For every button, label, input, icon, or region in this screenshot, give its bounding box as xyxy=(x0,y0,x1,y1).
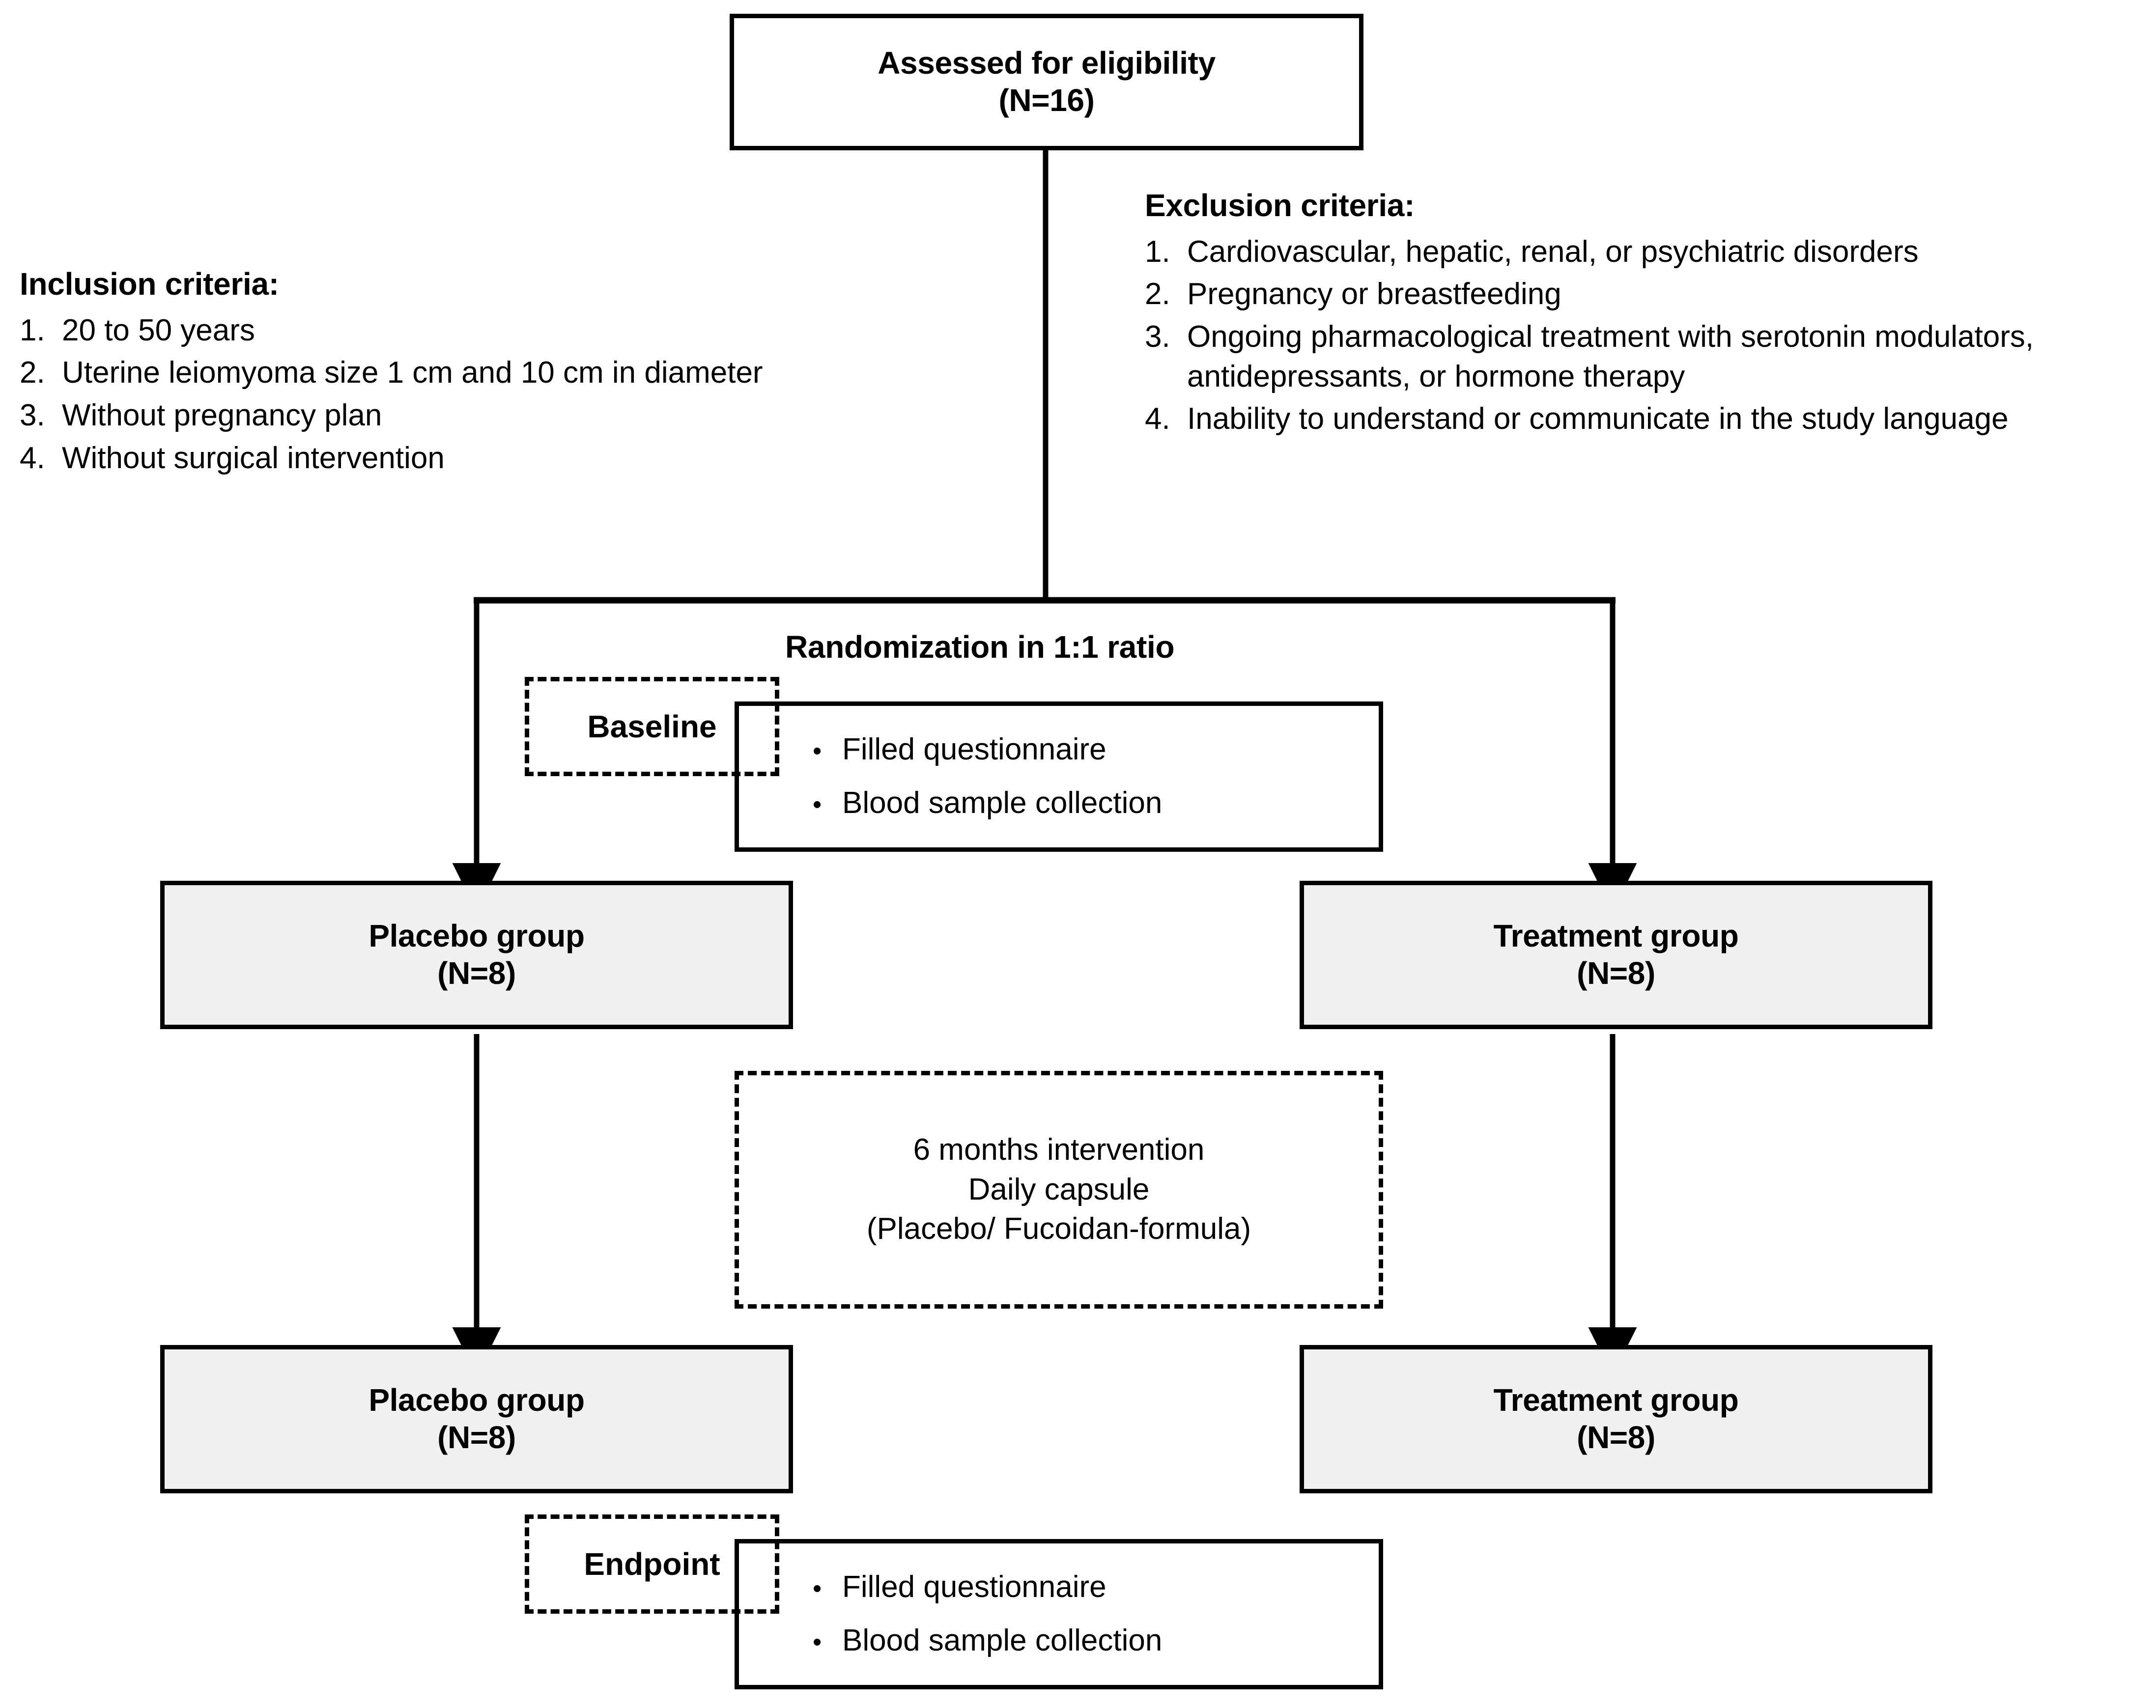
endpoint-bullet-item: • Blood sample collection xyxy=(739,1621,1379,1661)
inclusion-criteria-block: Inclusion criteria: 1. 20 to 50 years 2.… xyxy=(20,265,1056,481)
bullet-icon: • xyxy=(813,1628,822,1656)
intervention-box: 6 months intervention Daily capsule (Pla… xyxy=(735,1071,1383,1309)
list-text: Without surgical intervention xyxy=(62,441,445,475)
list-number: 4. xyxy=(1145,402,1170,436)
list-number: 1. xyxy=(1145,234,1170,269)
baseline-assessments-box: • Filled questionnaire • Blood sample co… xyxy=(735,701,1383,852)
exclusion-criteria-heading: Exclusion criteria: xyxy=(1145,188,1415,223)
exclusion-criteria-item: 1. Cardiovascular, hepatic, renal, or ps… xyxy=(1145,232,2147,272)
list-text: Inability to understand or communicate i… xyxy=(1187,402,2009,436)
treatment-top-count: (N=8) xyxy=(1577,955,1655,991)
bullet-label: Filled questionnaire xyxy=(842,1570,1106,1604)
inclusion-criteria-list: 1. 20 to 50 years 2. Uterine leiomyoma s… xyxy=(20,311,1056,478)
list-text: Without pregnancy plan xyxy=(62,398,382,432)
list-text: Ongoing pharmacological treatment with s… xyxy=(1187,319,2034,393)
list-number: 2. xyxy=(20,356,45,390)
bullet-icon: • xyxy=(813,1574,822,1603)
assessed-for-eligibility-box: Assessed for eligibility (N=16) xyxy=(730,14,1363,150)
list-text: Uterine leiomyoma size 1 cm and 10 cm in… xyxy=(62,356,763,390)
bullet-label: Blood sample collection xyxy=(842,1624,1163,1657)
list-text: 20 to 50 years xyxy=(62,313,255,347)
baseline-bullet-item: • Filled questionnaire xyxy=(739,730,1379,770)
exclusion-criteria-item: 3. Ongoing pharmacological treatment wit… xyxy=(1145,317,2147,396)
exclusion-criteria-block: Exclusion criteria: 1. Cardiovascular, h… xyxy=(1145,187,2147,442)
bullet-icon: • xyxy=(813,790,822,819)
placebo-top-title: Placebo group xyxy=(369,918,585,954)
baseline-tag: Baseline xyxy=(525,677,779,776)
list-text: Pregnancy or breastfeeding xyxy=(1187,277,1561,311)
eligibility-count: (N=16) xyxy=(998,83,1095,118)
inclusion-criteria-item: 1. 20 to 50 years xyxy=(20,311,1056,351)
baseline-tag-label: Baseline xyxy=(587,709,717,744)
list-number: 3. xyxy=(20,398,45,432)
bullet-icon: • xyxy=(813,737,822,766)
baseline-bullet-item: • Blood sample collection xyxy=(739,784,1379,823)
inclusion-criteria-item: 2. Uterine leiomyoma size 1 cm and 10 cm… xyxy=(20,353,1056,393)
list-number: 2. xyxy=(1145,277,1170,311)
inclusion-criteria-item: 3. Without pregnancy plan xyxy=(20,396,1056,436)
treatment-bottom-count: (N=8) xyxy=(1577,1420,1655,1455)
list-number: 4. xyxy=(20,441,45,475)
exclusion-criteria-item: 4. Inability to understand or communicat… xyxy=(1145,399,2147,439)
placebo-group-top-box: Placebo group (N=8) xyxy=(160,881,793,1029)
placebo-top-count: (N=8) xyxy=(437,955,516,991)
randomization-label: Randomization in 1:1 ratio xyxy=(785,629,1175,665)
bullet-label: Filled questionnaire xyxy=(842,732,1106,767)
list-number: 3. xyxy=(1145,319,1170,354)
treatment-top-title: Treatment group xyxy=(1493,918,1739,954)
endpoint-tag-label: Endpoint xyxy=(584,1546,720,1582)
endpoint-assessments-box: • Filled questionnaire • Blood sample co… xyxy=(735,1539,1383,1689)
exclusion-criteria-list: 1. Cardiovascular, hepatic, renal, or ps… xyxy=(1145,232,2147,439)
list-number: 1. xyxy=(20,313,45,347)
bullet-label: Blood sample collection xyxy=(842,786,1163,820)
endpoint-bullet-item: • Filled questionnaire xyxy=(739,1568,1379,1607)
treatment-group-bottom-box: Treatment group (N=8) xyxy=(1300,1345,1932,1493)
intervention-duration: 6 months intervention xyxy=(913,1133,1205,1167)
intervention-arms: (Placebo/ Fucoidan-formula) xyxy=(866,1212,1251,1246)
exclusion-criteria-item: 2. Pregnancy or breastfeeding xyxy=(1145,275,2147,314)
endpoint-tag: Endpoint xyxy=(525,1514,779,1614)
placebo-bottom-title: Placebo group xyxy=(369,1382,585,1418)
treatment-bottom-title: Treatment group xyxy=(1493,1382,1739,1418)
inclusion-criteria-heading: Inclusion criteria: xyxy=(20,266,279,302)
placebo-bottom-count: (N=8) xyxy=(437,1420,516,1455)
placebo-group-bottom-box: Placebo group (N=8) xyxy=(160,1345,793,1493)
treatment-group-top-box: Treatment group (N=8) xyxy=(1300,881,1932,1029)
eligibility-title: Assessed for eligibility xyxy=(878,45,1216,81)
inclusion-criteria-item: 4. Without surgical intervention xyxy=(20,439,1056,478)
list-text: Cardiovascular, hepatic, renal, or psych… xyxy=(1187,234,1919,269)
intervention-dose: Daily capsule xyxy=(968,1172,1150,1206)
